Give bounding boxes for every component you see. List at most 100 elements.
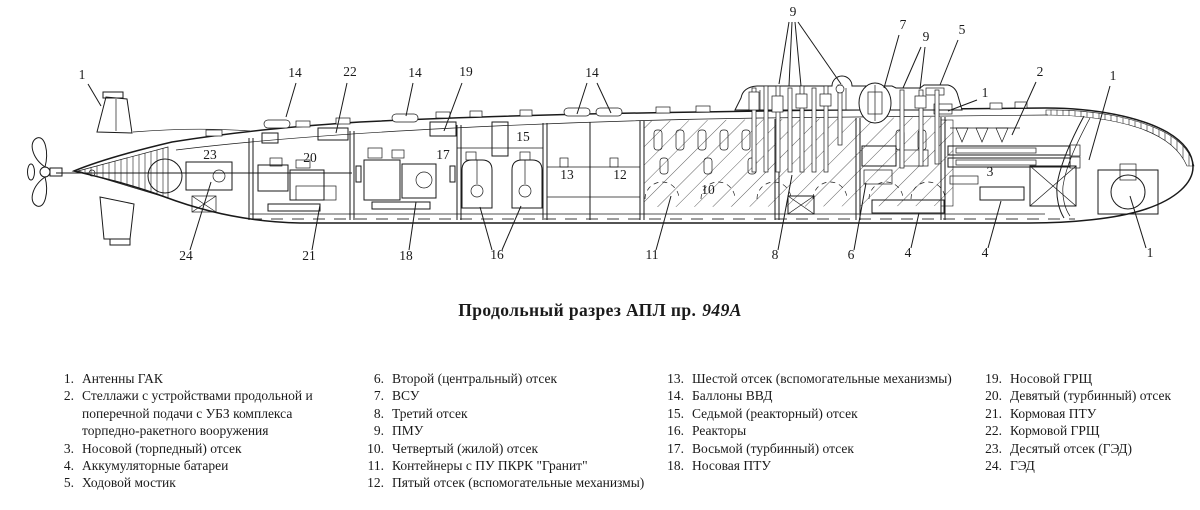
stern-fins <box>96 91 251 246</box>
callout-leader-line <box>596 82 612 114</box>
legend-item-number: 22. <box>985 423 1002 439</box>
callout-leader-line <box>655 195 672 251</box>
legend-item: 6.Второй (центральный) отсек <box>358 370 660 387</box>
main-electric-motor <box>147 158 233 213</box>
legend-column-3: 13. Шестой отсек (вспомогательные механиз… <box>658 370 970 474</box>
legend-item-number: 23. <box>985 440 1002 456</box>
legend-item: 24.ГЭД <box>976 457 1194 474</box>
callout-number: 1 <box>982 85 989 100</box>
legend-item: 15.Седьмой (реакторный) отсек <box>658 405 970 422</box>
legend-item-text: Баллоны ВВД <box>692 388 773 404</box>
callout-leader-line <box>777 174 793 251</box>
legend-item: 10.Четвертый (жилой) отсек <box>358 440 660 457</box>
callout-leader-line <box>501 205 522 251</box>
legend-item-text: Контейнеры с ПУ ПКРК "Гранит" <box>392 458 588 474</box>
legend-item: 20. Девятый (турбинный) отсек <box>976 387 1194 404</box>
callout-leader-line <box>87 83 102 107</box>
legend-item-text: Стеллажи с устройствами продольной и поп… <box>82 388 313 439</box>
callout-leader-line <box>919 46 926 90</box>
callout-number: 1 <box>79 67 86 82</box>
legend-item-number: 13. <box>667 371 684 386</box>
legend-item-text: Носовой (торпедный) отсек <box>82 440 242 456</box>
legend-item-number: 24. <box>985 458 1002 474</box>
callout-leader-line <box>311 204 321 251</box>
legend-item-number: 7. <box>373 388 384 404</box>
legend-item-number: 3. <box>63 440 74 456</box>
callout-leader-line <box>788 21 793 87</box>
callout-number: 5 <box>959 22 966 37</box>
legend-item-text: Антенны ГАК <box>82 371 163 386</box>
legend-item-number: 17. <box>667 440 684 456</box>
legend-item-number: 4. <box>63 458 74 474</box>
callout-leader-line <box>987 200 1002 249</box>
callout-leader-line <box>1088 85 1111 161</box>
callout-leader-line <box>902 46 922 89</box>
callout-leader-line <box>285 82 297 118</box>
callout-leader-line <box>778 21 790 85</box>
callout-number: 14 <box>585 65 599 80</box>
callout-leader-line <box>1129 195 1147 249</box>
callout-number: 16 <box>490 247 504 262</box>
aux-compartments <box>547 157 640 198</box>
legend-item-text: Шестой отсек (вспомогательные механизмы) <box>692 371 952 386</box>
callout-leader-line <box>189 181 212 251</box>
compartment-number: 20 <box>303 150 317 165</box>
legend-item-text: Кормовой ГРЩ <box>1010 423 1100 439</box>
callout-number: 7 <box>900 17 907 32</box>
bow-section <box>1045 109 1195 219</box>
figure-title: Продольный разрез АПЛ пр.949А <box>0 300 1200 321</box>
legend-item: 9.ПМУ <box>358 422 660 439</box>
callout-number: 11 <box>646 247 659 262</box>
legend-item-text: Ходовой мостик <box>82 475 176 491</box>
callout-number: 22 <box>343 64 357 79</box>
legend-item-text: Реакторы <box>692 423 747 439</box>
legend-item-number: 8. <box>373 405 384 421</box>
legend-item-number: 16. <box>667 423 684 439</box>
callout-leader-line <box>797 21 842 85</box>
callout-leader-line <box>405 82 414 117</box>
vvd-bottle <box>263 119 291 129</box>
propeller <box>27 137 63 207</box>
legend-item: 12.Пятый отсек (вспомогательные механизм… <box>358 474 660 491</box>
callout-leader-line <box>576 82 588 115</box>
legend-item-number: 9. <box>373 423 384 439</box>
compartment-number: 13 <box>560 167 574 182</box>
legend-item-number: 20. <box>985 388 1002 404</box>
legend-item: 17.Восьмой (турбинный) отсек <box>658 440 970 457</box>
legend-item-number: 2. <box>63 388 74 404</box>
callout-leader-line <box>910 212 920 249</box>
masts <box>748 84 940 173</box>
legend-item-text: Аккумуляторные батареи <box>82 458 229 474</box>
callout-number: 4 <box>905 245 912 260</box>
legend-item-number: 10. <box>367 440 384 456</box>
callout-number: 21 <box>302 248 316 263</box>
legend-item: 22. Кормовой ГРЩ <box>976 422 1194 439</box>
callout-number: 9 <box>923 29 930 44</box>
figure-title-project-number: 949А <box>702 300 742 320</box>
callout-leader-line <box>794 21 802 87</box>
legend-item-text: Кормовая ПТУ <box>1010 405 1097 421</box>
legend-item: 11.Контейнеры с ПУ ПКРК "Гранит" <box>358 457 660 474</box>
sonar-sphere <box>1110 174 1146 210</box>
legend-item-number: 15. <box>667 405 684 421</box>
legend-item-number: 19. <box>985 371 1002 386</box>
legend-item-number: 21. <box>985 405 1002 421</box>
legend-item-text: Пятый отсек (вспомогательные механизмы) <box>392 475 645 491</box>
compartment-number: 12 <box>613 167 627 182</box>
legend-item-text: Девятый (турбинный) отсек <box>1010 388 1172 404</box>
callout-number: 1 <box>1147 245 1154 260</box>
legend-item-text: Десятый отсек (ГЭД) <box>1010 440 1132 456</box>
callout-leader-line <box>939 39 959 86</box>
compartment-number: 3 <box>987 164 994 179</box>
legend-item: 2. Стеллажи с устройствами продольной и п… <box>50 387 352 439</box>
compartment-number: 15 <box>516 129 530 144</box>
callout-leader-line <box>1011 81 1037 136</box>
callout-number: 24 <box>179 248 193 263</box>
compartment-number: 17 <box>436 147 450 162</box>
callout-number: 1 <box>1110 68 1117 83</box>
